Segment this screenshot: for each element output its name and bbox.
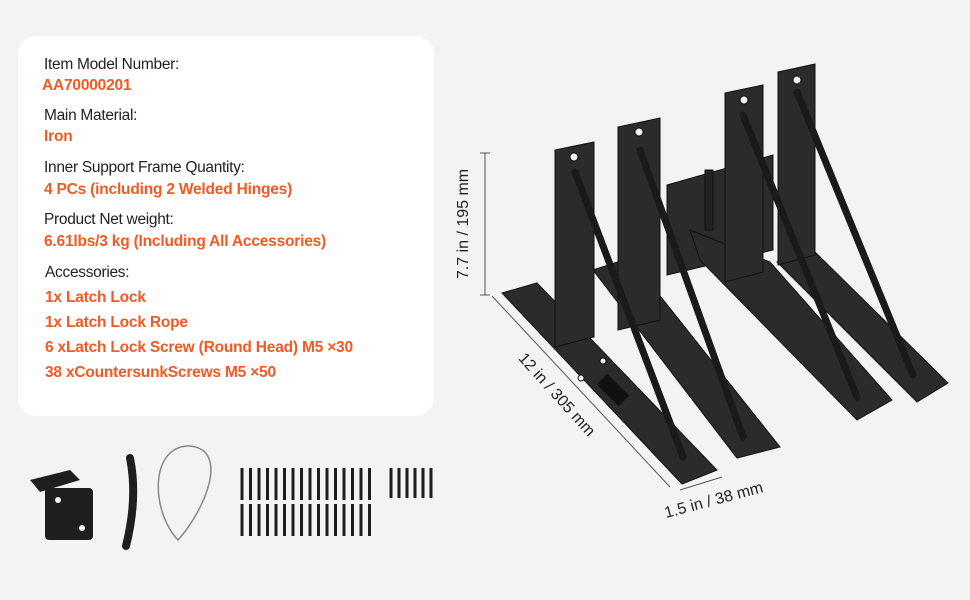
material-label: Main Material: (44, 107, 138, 124)
accessories-label: Accessories: (45, 264, 130, 281)
bracket-2 (592, 117, 781, 459)
accessory-item: 1x Latch Lock (45, 289, 146, 306)
latch-rope-icon (157, 445, 212, 542)
model-label: Item Model Number: (44, 56, 180, 73)
dimension-lines (480, 152, 723, 491)
model-value: AA70000201 (42, 77, 132, 94)
quantity-label: Inner Support Frame Quantity: (44, 159, 245, 176)
latch-lock-icon (30, 470, 93, 540)
latch-handle-icon (122, 454, 138, 550)
bracket-4 (776, 63, 949, 403)
weight-label: Product Net weight: (44, 211, 174, 228)
accessory-item: 38 xCountersunkScrews M5 ×50 (45, 364, 276, 381)
bracket-1 (501, 141, 718, 485)
height-dimension: 7.7 in / 195 mm (455, 169, 472, 279)
accessory-item: 1x Latch Lock Rope (45, 314, 188, 331)
specs-card: Item Model Number: AA70000201 Main Mater… (18, 36, 434, 416)
weight-value: 6.61lbs/3 kg (Including All Accessories) (44, 233, 327, 250)
bracket-3-hinged (666, 84, 893, 421)
quantity-value: 4 PCs (including 2 Welded Hinges) (44, 181, 293, 198)
accessory-item: 6 xLatch Lock Screw (Round Head) M5 ×30 (45, 339, 353, 356)
width-dimension: 1.5 in / 38 mm (663, 479, 765, 522)
material-value: Iron (44, 128, 73, 145)
screws-icon (240, 468, 433, 536)
